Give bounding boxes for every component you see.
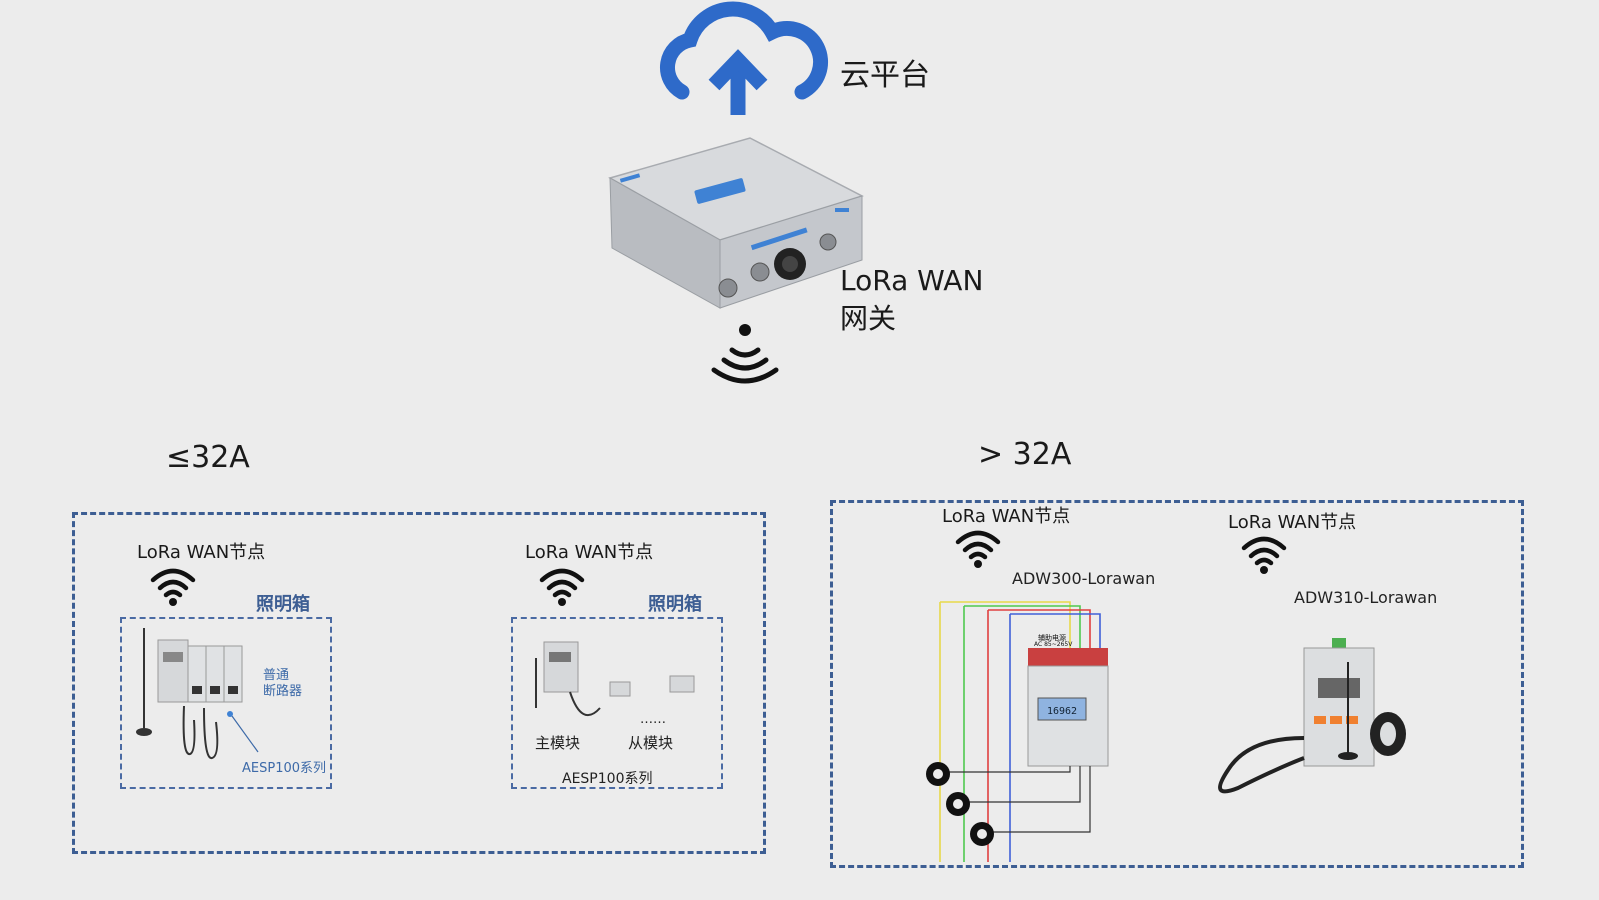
series-callout-line <box>231 715 259 753</box>
model-label: ADW310-Lorawan <box>1294 588 1438 607</box>
node-label: LoRa WAN节点 <box>525 542 654 563</box>
gateway-device-image <box>608 137 864 309</box>
wifi-icon <box>150 568 196 606</box>
series-label: AESP100系列 <box>562 771 653 787</box>
range-label-low: ≤32A <box>166 440 250 475</box>
lighting-box-frame <box>120 617 332 789</box>
lighting-box-title: 照明箱 <box>256 594 310 615</box>
meter-reading: 16962 <box>1047 706 1077 717</box>
right-group-frame <box>830 500 1524 868</box>
main-module-label: 主模块 <box>535 734 581 752</box>
ellipsis-label: …… <box>640 712 666 727</box>
left-group-frame <box>72 512 766 854</box>
cloud-platform-label: 云平台 <box>840 58 930 93</box>
wifi-icon <box>955 530 1001 568</box>
wifi-icon <box>539 568 585 606</box>
gateway-label-line2: 网关 <box>840 302 897 335</box>
aux-voltage-label: AC 85~265V <box>1034 641 1073 648</box>
module-device-image <box>535 641 695 717</box>
breaker-device-image <box>136 628 243 759</box>
series-label: AESP100系列 <box>242 761 327 776</box>
breaker-label-line1: 普通 <box>263 668 290 683</box>
node-label: LoRa WAN节点 <box>137 542 266 563</box>
wiring-diagram: 16962 辅助电源 AC 85~265V <box>926 601 1109 862</box>
node-label: LoRa WAN节点 <box>942 506 1071 527</box>
gateway-label: LoRa WAN 网关 <box>840 262 983 338</box>
lighting-box-frame <box>511 617 723 789</box>
slave-module-label: 从模块 <box>628 734 674 752</box>
gateway-label-line1: LoRa WAN <box>840 264 984 297</box>
adw310-device-image <box>1218 638 1406 794</box>
breaker-label-line2: 断路器 <box>263 684 303 699</box>
range-label-high: > 32A <box>978 437 1072 472</box>
wifi-icon <box>1241 536 1287 574</box>
aux-power-label: 辅助电源 <box>1038 633 1066 642</box>
lighting-box-title: 照明箱 <box>648 594 702 615</box>
model-label: ADW300-Lorawan <box>1012 569 1156 588</box>
node-label: LoRa WAN节点 <box>1228 512 1357 533</box>
signal-broadcast-icon <box>711 324 779 384</box>
cloud-upload-icon <box>660 1 829 115</box>
